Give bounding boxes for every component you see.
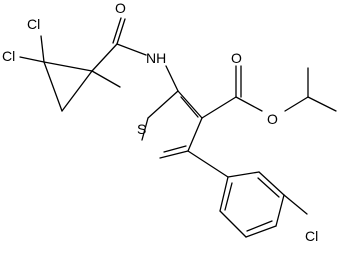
atom-label-o: O: [231, 50, 242, 66]
bond-double: [163, 145, 187, 153]
bond: [235, 96, 263, 112]
atom-label-cl: Cl: [2, 48, 15, 64]
bond-c-cl: [40, 35, 45, 63]
bond: [187, 117, 203, 152]
bond-double: [116, 18, 126, 45]
bond-methyl: [91, 70, 121, 88]
bond: [258, 171, 285, 196]
bond: [187, 150, 229, 178]
bond: [219, 176, 229, 212]
bond: [61, 70, 93, 112]
bond: [141, 117, 149, 141]
bond: [165, 65, 179, 92]
bond-double: [180, 96, 199, 118]
bond: [116, 43, 147, 56]
bond: [159, 150, 189, 159]
bond-isopropyl: [307, 96, 337, 112]
bond: [245, 225, 277, 238]
bond: [275, 194, 285, 227]
bond-c-cl: [19, 56, 45, 63]
bond: [201, 96, 237, 119]
cyclopropane-ring: [43, 61, 93, 112]
bond-double: [224, 182, 233, 211]
bond-double: [246, 220, 273, 232]
phenyl-ring: [219, 171, 285, 238]
atom-label-cl: Cl: [27, 16, 40, 32]
atom-label-o: O: [267, 111, 278, 127]
bond-double: [257, 177, 280, 198]
atom-label-s: S: [137, 121, 146, 137]
bond-double: [112, 17, 122, 44]
bond: [219, 210, 247, 238]
bond: [227, 171, 260, 178]
thiophene-ring: [141, 90, 203, 159]
bond: [177, 90, 203, 119]
atom-label-nh: NH: [146, 50, 166, 66]
bond: [91, 43, 118, 72]
atom-label-o: O: [115, 0, 126, 16]
bond: [147, 90, 179, 119]
bond: [43, 61, 63, 112]
bond-c-cl: [283, 194, 308, 215]
atom-label-cl: Cl: [305, 228, 318, 244]
bond: [43, 61, 93, 72]
bond: [284, 96, 309, 112]
